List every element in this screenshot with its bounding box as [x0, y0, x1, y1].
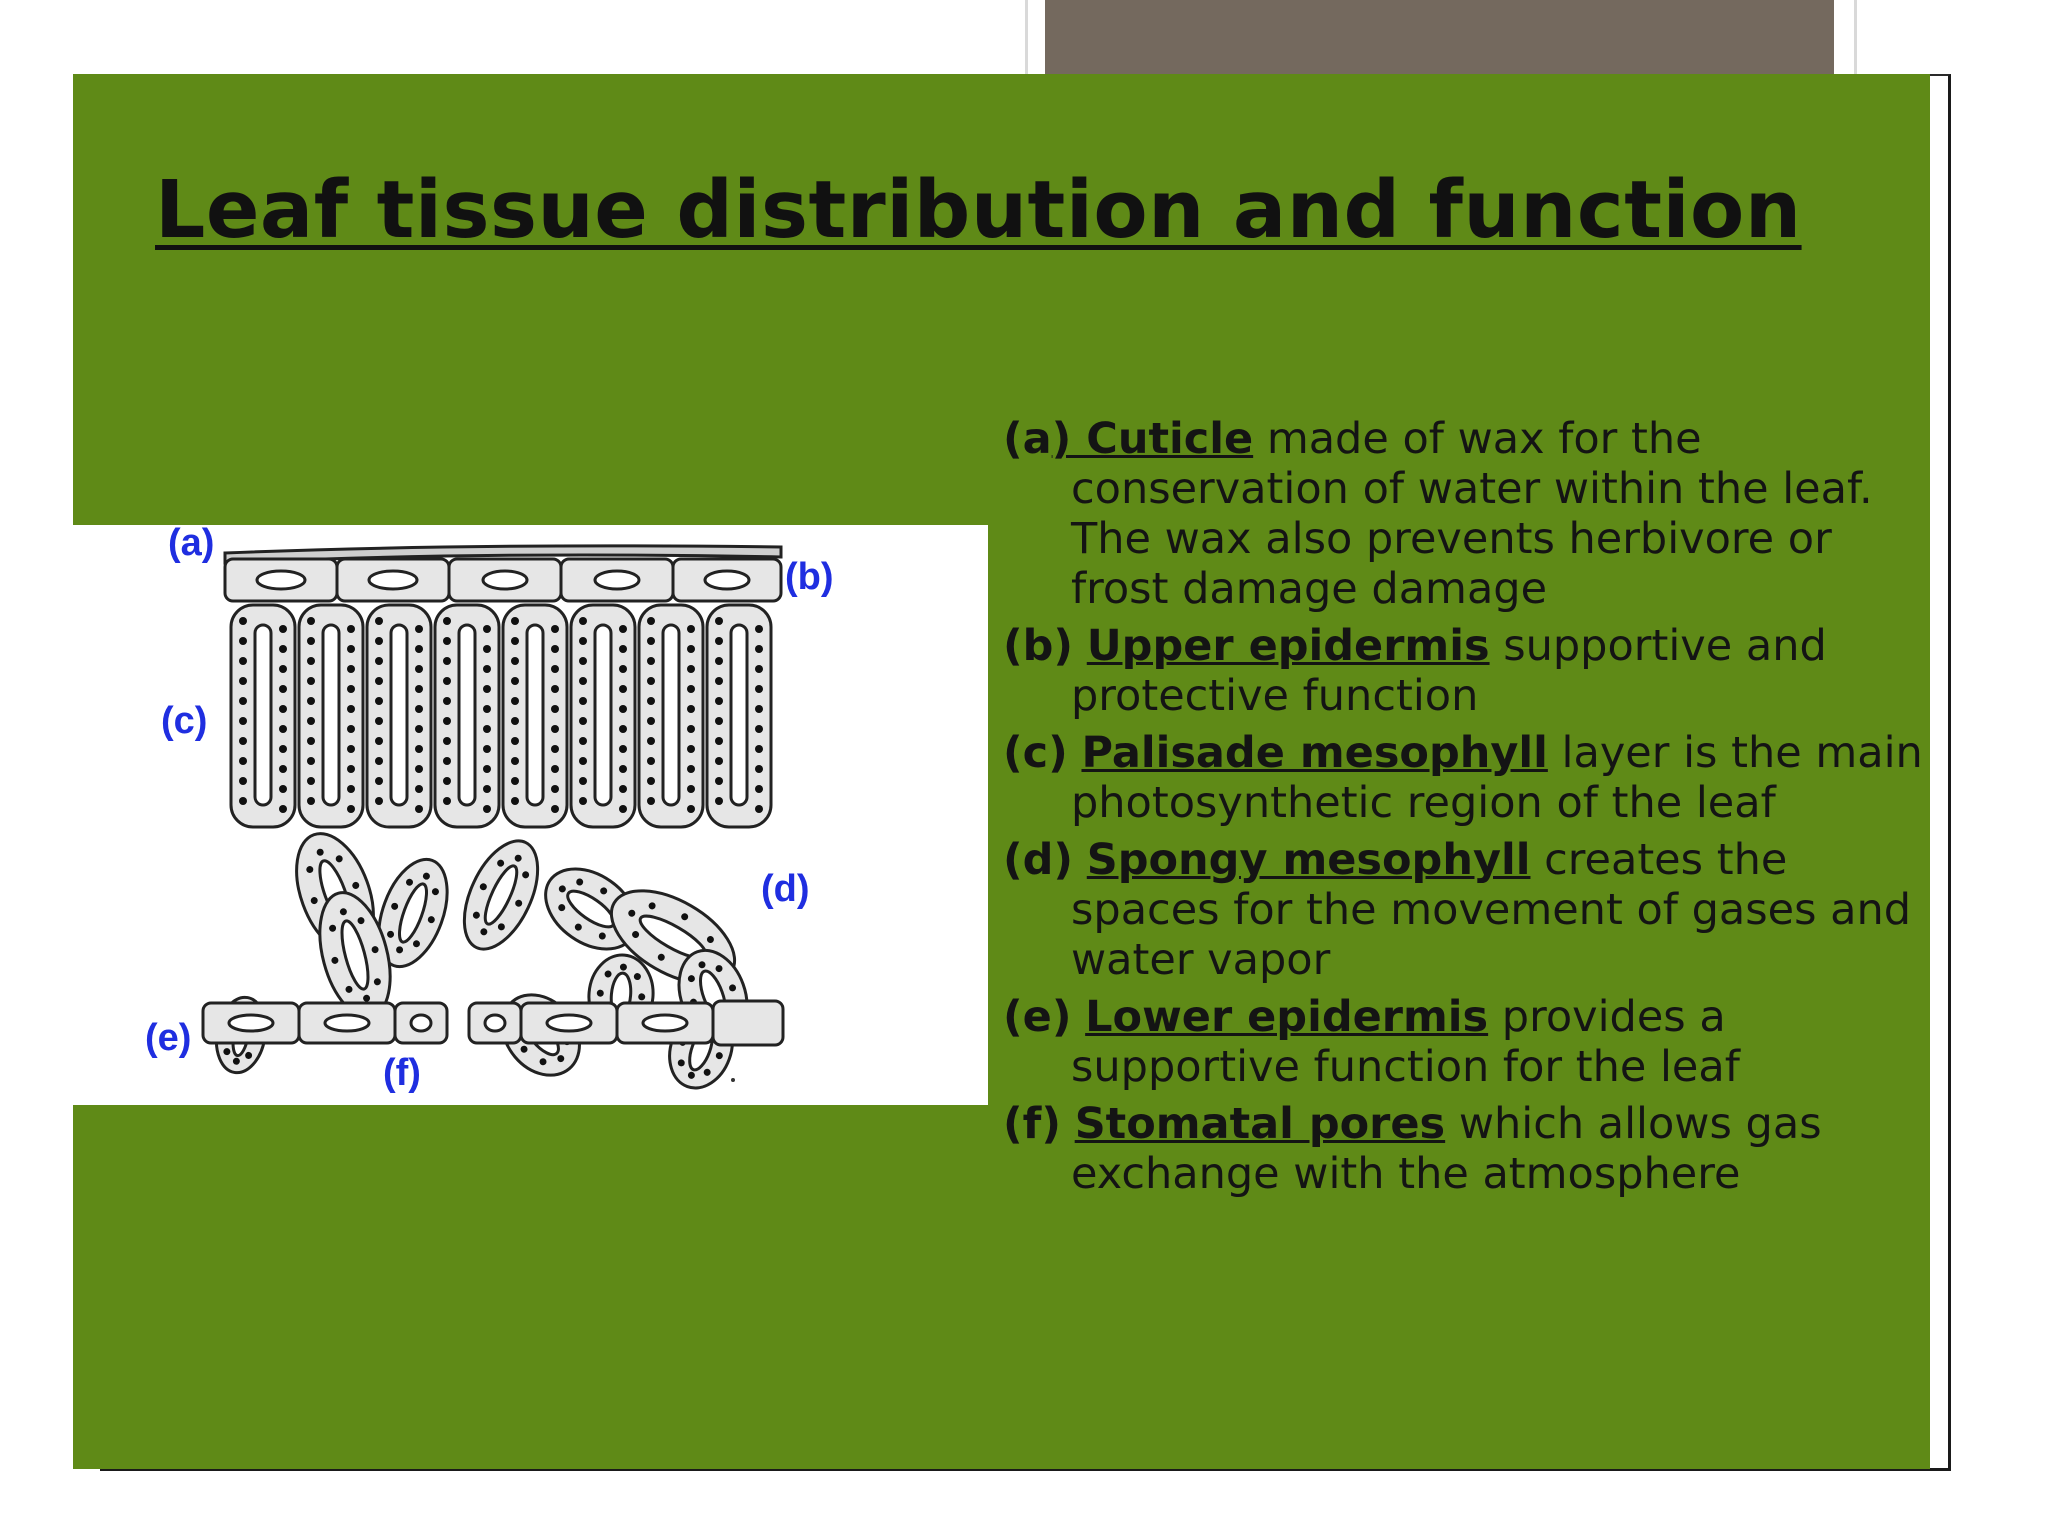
leaf-cross-section-diagram: (a) (b) (c) (d) (e) (f) — [73, 525, 988, 1105]
top-tab-fill — [1045, 0, 1834, 76]
item-term: ) Cuticle — [1051, 414, 1254, 464]
item-letter: (c) — [1003, 728, 1068, 778]
list-item: (a) Cuticle made of wax for the conserva… — [1003, 414, 1923, 614]
list-item: (c) Palisade mesophyll layer is the main… — [1003, 728, 1923, 828]
list-item: (b) Upper epidermis supportive and prote… — [1003, 621, 1923, 721]
item-term: Palisade mesophyll — [1081, 728, 1548, 778]
item-letter: (d) — [1003, 835, 1074, 885]
item-letter: (b) — [1003, 621, 1074, 671]
slide: Leaf tissue distribution and function — [73, 74, 1930, 1469]
list-item: (f) Stomatal pores which allows gas exch… — [1003, 1099, 1923, 1199]
palisade-mesophyll-layer — [229, 603, 773, 829]
list-item: (d) Spongy mesophyll creates the spaces … — [1003, 835, 1923, 985]
label-f: (f) — [383, 1052, 421, 1094]
upper-epidermis-layer — [223, 557, 783, 603]
item-text: creates the spaces for the movement of g… — [1071, 835, 1912, 985]
list-item: (e) Lower epidermis provides a supportiv… — [1003, 992, 1923, 1092]
tissue-description-list: (a) Cuticle made of wax for the conserva… — [1003, 414, 1923, 1206]
item-text: provides a supportive function for the l… — [1071, 992, 1740, 1092]
item-letter: (a — [1003, 414, 1052, 464]
item-text: supportive and protective function — [1071, 621, 1827, 721]
item-text: which allows gas exchange with the atmos… — [1071, 1099, 1822, 1199]
spongy-mesophyll-layer — [214, 832, 749, 1090]
label-d: (d) — [761, 868, 810, 910]
lower-epidermis-layer — [201, 999, 785, 1047]
top-tab — [1025, 0, 1857, 76]
label-a: (a) — [168, 525, 214, 564]
item-term: Lower epidermis — [1085, 992, 1489, 1042]
label-e: (e) — [145, 1017, 191, 1059]
item-term: Stomatal pores — [1074, 1099, 1446, 1149]
label-b: (b) — [785, 556, 834, 598]
label-c: (c) — [161, 700, 207, 742]
item-text: made of wax for the conservation of wate… — [1071, 414, 1873, 614]
item-letter: (e) — [1003, 992, 1072, 1042]
item-text: layer is the main photosynthetic region … — [1071, 728, 1923, 828]
item-letter: (f) — [1003, 1099, 1062, 1149]
slide-title: Leaf tissue distribution and function — [155, 164, 1802, 256]
item-term: Spongy mesophyll — [1086, 835, 1531, 885]
item-term: Upper epidermis — [1086, 621, 1490, 671]
